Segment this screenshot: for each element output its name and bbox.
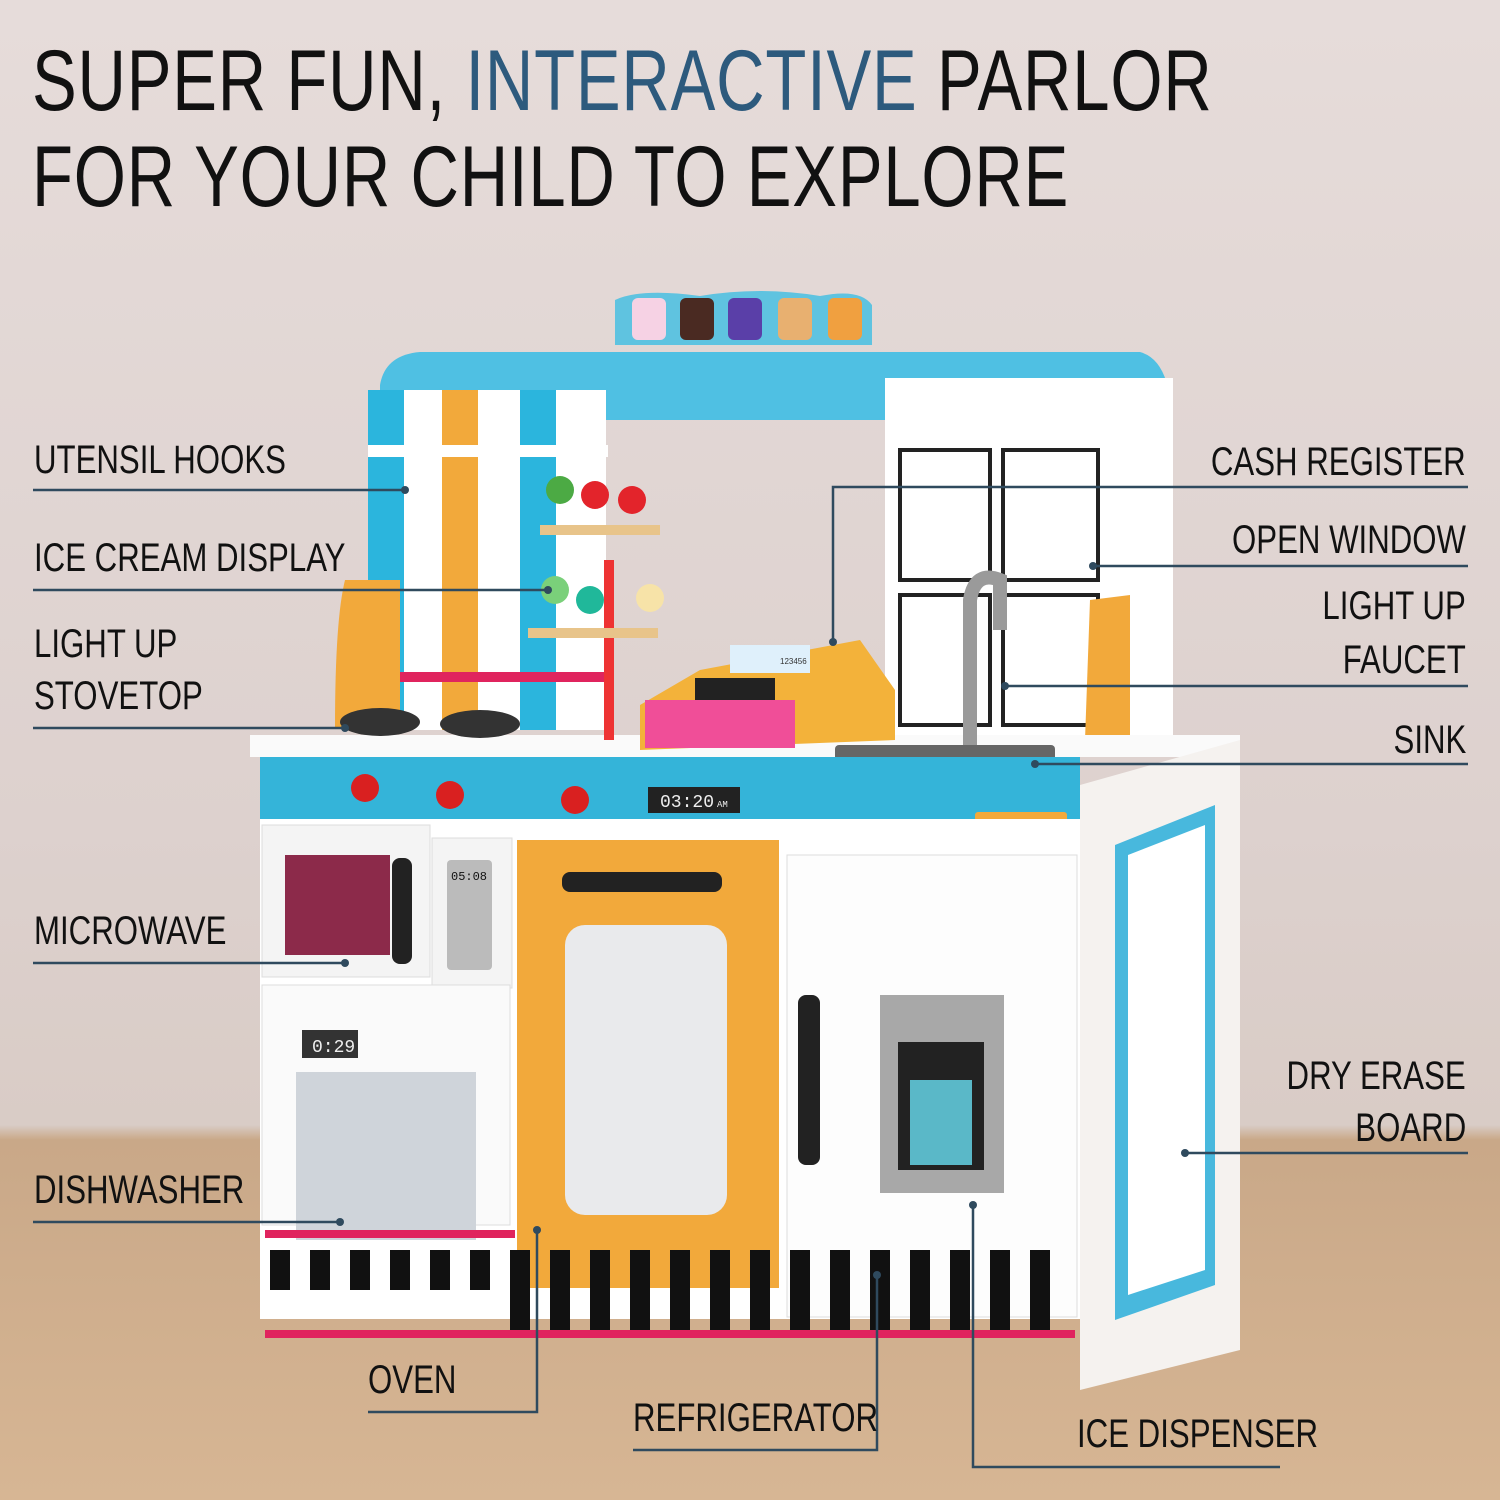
cash-register: 123456 (640, 640, 895, 750)
label-cash-register: CASH REGISTER (1211, 440, 1466, 484)
label-faucet-2: FAUCET (1342, 638, 1466, 682)
checker-tile (550, 1250, 570, 1330)
leader-dot-dry-erase-board (1181, 1149, 1189, 1157)
label-dry-erase-2: BOARD (1355, 1106, 1466, 1150)
leader-dot-utensil-hooks (401, 486, 409, 494)
leader-dot-ice-cream-display (544, 586, 552, 594)
label-stovetop-1: LIGHT UP (34, 622, 178, 666)
stovetop (340, 708, 520, 738)
svg-text:05:08: 05:08 (451, 870, 487, 884)
checker-tile (1030, 1250, 1050, 1330)
checker-tile (430, 1250, 450, 1290)
headline-accent: INTERACTIVE (465, 33, 918, 129)
checker-tile (670, 1250, 690, 1330)
leader-dot-stovetop (341, 724, 349, 732)
label-ice-dispenser: ICE DISPENSER (1077, 1412, 1318, 1456)
headline-text: PARLOR (917, 33, 1213, 129)
clock-display (648, 787, 740, 813)
dry-erase-board (1128, 825, 1205, 1295)
label-open-window: OPEN WINDOW (1232, 518, 1466, 562)
register-display: 123456 (780, 657, 807, 666)
leader-line-ice-dispenser (971, 1205, 1280, 1469)
checker-tile (990, 1250, 1010, 1330)
leader-dot-oven (533, 1226, 541, 1234)
checker-tile (390, 1250, 410, 1290)
label-faucet-1: LIGHT UP (1322, 584, 1466, 628)
utensil-hook-bar (368, 445, 608, 457)
checker-tile (910, 1250, 930, 1330)
leader-dot-open-window (1089, 562, 1097, 570)
oven-window (565, 925, 727, 1215)
leader-line-cash-register (831, 485, 1468, 642)
checker-tile (790, 1250, 810, 1330)
checker-tile (750, 1250, 770, 1330)
label-stovetop-2: STOVETOP (34, 674, 203, 718)
checker-tile (830, 1250, 850, 1330)
checker-tile (630, 1250, 650, 1330)
checker-tile (350, 1250, 370, 1290)
label-refrigerator: REFRIGERATOR (633, 1396, 879, 1440)
leader-line-refrigerator (633, 1275, 879, 1452)
leader-dot-sink (1031, 760, 1039, 768)
checker-tile (310, 1250, 330, 1290)
headline-line-1: SUPER FUN, INTERACTIVE PARLOR (32, 32, 1213, 131)
faucet (963, 570, 1007, 745)
label-ice-cream-display: ICE CREAM DISPLAY (34, 536, 346, 580)
checker-base (270, 1250, 1050, 1330)
checker-tile (870, 1250, 890, 1330)
leader-dot-dishwasher (336, 1218, 344, 1226)
svg-text:0:29: 0:29 (312, 1038, 355, 1058)
leader-dot-refrigerator (873, 1271, 881, 1279)
label-utensil-hooks: UTENSIL HOOKS (34, 438, 286, 482)
leader-line-oven (368, 1230, 539, 1414)
headline-line-2: FOR YOUR CHILD TO EXPLORE (32, 129, 1070, 225)
headline-text: SUPER FUN, (32, 33, 466, 129)
label-dry-erase-1: DRY ERASE (1286, 1054, 1466, 1098)
leader-dot-faucet (1001, 682, 1009, 690)
checker-tile (270, 1250, 290, 1290)
checker-tile (710, 1250, 730, 1330)
label-microwave: MICROWAVE (34, 909, 227, 953)
label-oven: OVEN (368, 1358, 457, 1402)
checker-tile (950, 1250, 970, 1330)
label-sink: SINK (1393, 718, 1466, 762)
leader-dot-microwave (341, 959, 349, 967)
checker-tile (590, 1250, 610, 1330)
leader-dot-cash-register (829, 638, 837, 646)
label-dishwasher: DISHWASHER (34, 1168, 245, 1212)
checker-tile (470, 1250, 490, 1290)
checker-tile (510, 1250, 530, 1330)
leader-dot-ice-dispenser (969, 1201, 977, 1209)
